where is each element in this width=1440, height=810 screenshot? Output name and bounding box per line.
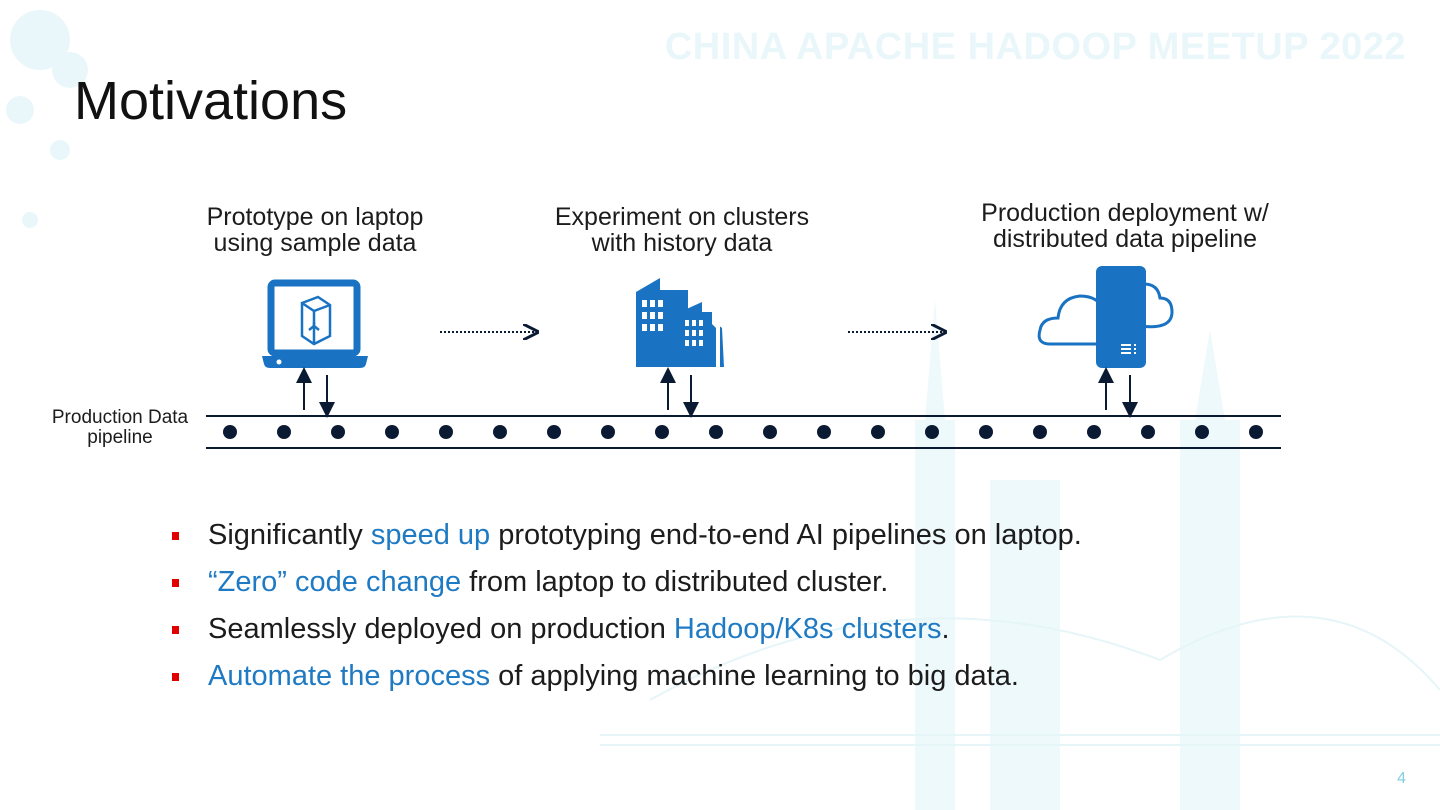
stage-caption-line1: Prototype on laptop — [206, 203, 424, 231]
bullet-highlight: Hadoop/K8s clusters — [673, 613, 942, 645]
data-exchange-arrows — [296, 367, 1138, 418]
pipeline-dot — [439, 425, 453, 439]
pipeline-dot — [547, 425, 561, 439]
pipeline-label-line1: Production Data — [51, 407, 189, 428]
bullet-highlight: speed up — [370, 519, 491, 551]
pipeline-dot — [601, 425, 615, 439]
pipeline-dot — [1087, 425, 1101, 439]
stage-caption-line1: Production deployment w/ — [981, 199, 1269, 227]
stage-caption-line2: using sample data — [213, 229, 417, 257]
buildings-icon — [636, 278, 724, 367]
bullet-item: Seamlessly deployed on production Hadoop… — [172, 606, 1082, 653]
stage-production-caption: Production deployment w/ distributed dat… — [950, 200, 1300, 252]
pipeline-dot — [223, 425, 237, 439]
pipeline-dot — [1033, 425, 1047, 439]
bullet-item: Significantly speed up prototyping end-t… — [172, 512, 1082, 559]
pipeline-dot — [331, 425, 345, 439]
bullet-highlight: “Zero” code change — [208, 566, 462, 598]
bullet-text: Seamlessly deployed on production — [208, 613, 674, 645]
motivation-list: Significantly speed up prototyping end-t… — [172, 512, 1082, 700]
pipeline-dot — [1195, 425, 1209, 439]
pipeline-dot — [277, 425, 291, 439]
pipeline-dot — [655, 425, 669, 439]
bullet-text: Significantly — [208, 519, 371, 551]
stage-caption-line1: Experiment on clusters — [554, 203, 810, 231]
bullet-text: of applying machine learning to big data… — [490, 660, 1019, 692]
event-watermark: CHINA APACHE HADOOP MEETUP 2022 — [664, 26, 1406, 68]
stage-experiment-caption: Experiment on clusters with history data — [527, 204, 837, 256]
pipeline-dot — [1141, 425, 1155, 439]
pipeline-dot — [385, 425, 399, 439]
pipeline-dot — [979, 425, 993, 439]
stage-caption-line2: with history data — [591, 229, 773, 257]
stage-caption-line2: distributed data pipeline — [992, 225, 1258, 253]
pipeline-dot — [817, 425, 831, 439]
pipeline-dot — [871, 425, 885, 439]
pipeline-label: Production Data pipeline — [30, 408, 210, 448]
pipeline-dot — [493, 425, 507, 439]
stage-prototype-caption: Prototype on laptop using sample data — [175, 204, 455, 256]
bullet-text: from laptop to distributed cluster. — [461, 566, 889, 598]
page-title: Motivations — [74, 71, 348, 131]
bullet-text: . — [941, 613, 950, 645]
bullet-item: “Zero” code change from laptop to distri… — [172, 559, 1082, 606]
pipeline-dot — [925, 425, 939, 439]
pipeline-dot — [709, 425, 723, 439]
laptop-icon — [262, 279, 368, 368]
pipeline-dot — [763, 425, 777, 439]
page-number: 4 — [1397, 770, 1406, 787]
pipeline-dot — [1249, 425, 1263, 439]
pipeline-dots — [223, 425, 1263, 439]
bullet-highlight: Automate the process — [208, 660, 491, 692]
bullet-item: Automate the process of applying machine… — [172, 653, 1082, 700]
cloud-server-icon — [1037, 266, 1174, 368]
bullet-text: prototyping end-to-end AI pipelines on l… — [490, 519, 1082, 551]
pipeline-label-line2: pipeline — [87, 427, 153, 448]
